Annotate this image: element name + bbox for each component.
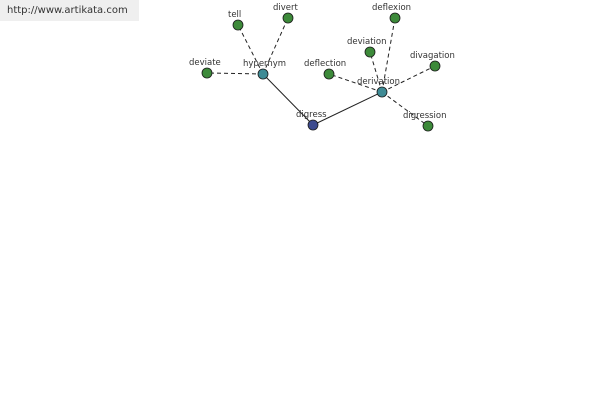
node-deviation[interactable]: deviation (347, 37, 387, 58)
node-hypernym[interactable]: hypernym (243, 59, 286, 80)
node-divagation[interactable]: divagation (410, 51, 455, 72)
edge-derivation-digression (381, 91, 429, 127)
node-label-divert: divert (273, 3, 299, 13)
node-dot-deflexion[interactable] (389, 12, 401, 24)
node-label-derivation: derivation (357, 77, 400, 87)
edge-derivation-deflexion (381, 17, 396, 93)
node-tell[interactable]: tell (228, 10, 244, 31)
node-digression[interactable]: digression (403, 111, 447, 132)
node-dot-derivation[interactable] (376, 86, 388, 98)
node-dot-deviate[interactable] (201, 67, 213, 79)
node-label-deviate: deviate (189, 58, 221, 68)
node-dot-deviation[interactable] (364, 46, 376, 58)
node-dot-digress[interactable] (307, 119, 319, 131)
node-dot-divagation[interactable] (429, 60, 441, 72)
node-label-deflection: deflection (304, 59, 346, 69)
node-deflection[interactable]: deflection (304, 59, 346, 80)
node-label-tell: tell (228, 10, 241, 20)
node-deviate[interactable]: deviate (189, 58, 221, 79)
edge-hypernym-divert (262, 17, 289, 75)
edge-digress-hypernym (262, 73, 314, 126)
node-dot-hypernym[interactable] (257, 68, 269, 80)
node-label-deflexion: deflexion (372, 3, 411, 13)
node-dot-divert[interactable] (282, 12, 294, 24)
node-label-hypernym: hypernym (243, 59, 286, 69)
node-digress[interactable]: digress (296, 110, 327, 131)
node-dot-deflection[interactable] (323, 68, 335, 80)
node-label-digression: digression (403, 111, 447, 121)
node-label-divagation: divagation (410, 51, 455, 61)
node-dot-digression[interactable] (422, 120, 434, 132)
edge-hypernym-tell (237, 24, 264, 75)
edge-hypernym-deviate (206, 72, 264, 75)
node-label-deviation: deviation (347, 37, 387, 47)
source-url-banner[interactable]: http://www.artikata.com (0, 0, 139, 21)
edge-derivation-deflection (328, 73, 383, 93)
edge-digress-derivation (312, 91, 383, 126)
edge-derivation-divagation (381, 65, 436, 93)
node-deflexion[interactable]: deflexion (372, 3, 411, 24)
node-dot-tell[interactable] (232, 19, 244, 31)
node-divert[interactable]: divert (273, 3, 299, 24)
edges-layer (206, 17, 436, 127)
node-label-digress: digress (296, 110, 327, 120)
nodes-layer: digress hypernym derivation tell divert devia… (189, 3, 455, 132)
node-derivation[interactable]: derivation (357, 77, 400, 98)
